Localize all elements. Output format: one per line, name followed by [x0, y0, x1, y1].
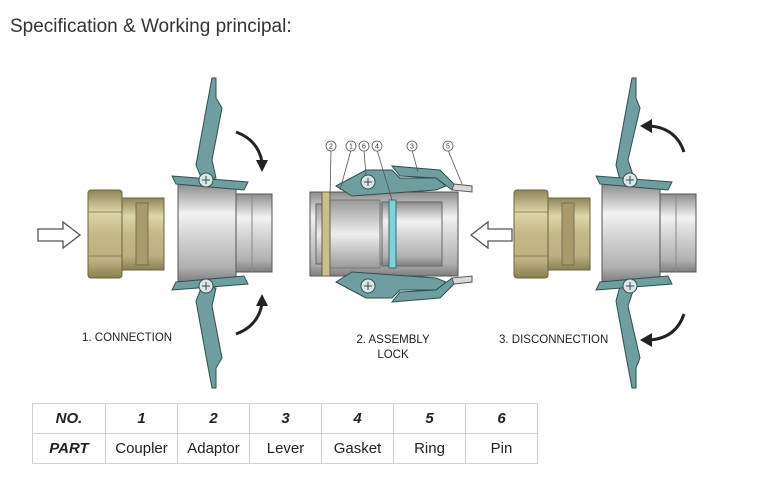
parts-table: NO. 1 2 3 4 5 6 PART Coupler Adaptor Lev… [32, 403, 538, 464]
table-cell: 6 [465, 403, 538, 434]
page-title: Specification & Working principal: [10, 16, 292, 37]
caption-disconnection: 3. DISCONNECTION [499, 334, 609, 346]
callout-1: 1 [345, 140, 357, 152]
callout-3: 3 [406, 140, 418, 152]
svg-text:2: 2 [329, 144, 333, 151]
caption-assembly-line2: LOCK [377, 349, 409, 361]
svg-text:5: 5 [446, 144, 450, 151]
callout-5: 5 [442, 140, 454, 152]
caption-assembly-lock: 2. ASSEMBLY LOCK [348, 333, 438, 363]
table-cell: Ring [393, 433, 466, 464]
header-no: NO. [32, 403, 106, 434]
table-cell: 4 [321, 403, 394, 434]
svg-text:1: 1 [349, 144, 353, 151]
step3-disconnection-figure [469, 77, 697, 389]
camlock-diagram: 2 1 6 4 3 5 [37, 77, 697, 389]
push-arrow [37, 220, 82, 250]
lever-bottom-open [615, 285, 641, 389]
adaptor-hex [87, 189, 123, 279]
caption-connection: 1. CONNECTION [82, 332, 173, 344]
header-part: PART [32, 433, 106, 464]
table-cell: Lever [249, 433, 322, 464]
callout-2: 2 [325, 140, 337, 152]
adaptor-hex-right [513, 189, 549, 279]
callout-6: 6 [358, 140, 370, 152]
table-cell: 1 [105, 403, 178, 434]
table-cell: Pin [465, 433, 538, 464]
coupler-body [177, 183, 237, 283]
svg-text:4: 4 [375, 144, 379, 151]
table-cell: Adaptor [177, 433, 250, 464]
adaptor-section [323, 199, 381, 269]
table-cell: 3 [249, 403, 322, 434]
rotate-arrow-top [235, 130, 264, 163]
rotate-arrow-bottom-right [649, 313, 686, 342]
lever-top [195, 77, 223, 181]
caption-assembly-line1: 2. ASSEMBLY [356, 334, 430, 346]
rotate-arrow-top-right [649, 124, 686, 153]
lever-bottom [195, 285, 223, 389]
table-cell: Gasket [321, 433, 394, 464]
rotate-arrow-bottom [235, 303, 264, 336]
table-cell: 2 [177, 403, 250, 434]
svg-text:6: 6 [362, 144, 366, 151]
table-row-numbers: NO. 1 2 3 4 5 6 [32, 403, 538, 434]
lever-top-open [615, 77, 641, 181]
callout-4: 4 [371, 140, 383, 152]
table-row-parts: PART Coupler Adaptor Lever Gasket Ring P… [32, 433, 538, 464]
table-cell: Coupler [105, 433, 178, 464]
coupler-body-right [601, 183, 661, 283]
step1-connection-figure [37, 77, 273, 389]
svg-text:3: 3 [410, 144, 414, 151]
step2-assembly-figure [309, 149, 473, 303]
table-cell: 5 [393, 403, 466, 434]
gasket [388, 199, 397, 269]
pull-arrow [469, 220, 513, 250]
